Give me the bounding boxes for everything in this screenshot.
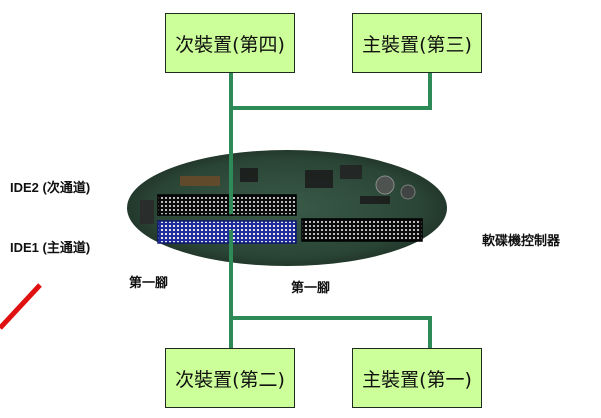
pin1-left-label: 第一腳 xyxy=(129,275,169,290)
ide1-connector xyxy=(157,220,297,244)
ide-cables xyxy=(229,71,432,350)
device-box-top-left: 次裝置(第四) xyxy=(165,13,295,73)
floppy-label: 軟碟機控制器 xyxy=(482,233,561,248)
pointer-line xyxy=(0,283,42,330)
pin1-right-label: 第一腳 xyxy=(291,280,331,295)
ide2-label: IDE2 (次通道) xyxy=(10,180,91,195)
ide2-connector xyxy=(157,194,297,216)
floppy-connector xyxy=(301,218,423,242)
ide1-label: IDE1 (主通道) xyxy=(10,240,91,255)
board-components xyxy=(140,165,416,224)
device-box-bottom-right: 主裝置(第一) xyxy=(352,348,482,408)
device-box-top-right: 主裝置(第三) xyxy=(352,13,482,73)
device-box-bottom-left: 次裝置(第二) xyxy=(165,348,295,408)
cable-ide1-branch xyxy=(229,316,432,350)
cable-ide2-branch xyxy=(229,71,432,110)
